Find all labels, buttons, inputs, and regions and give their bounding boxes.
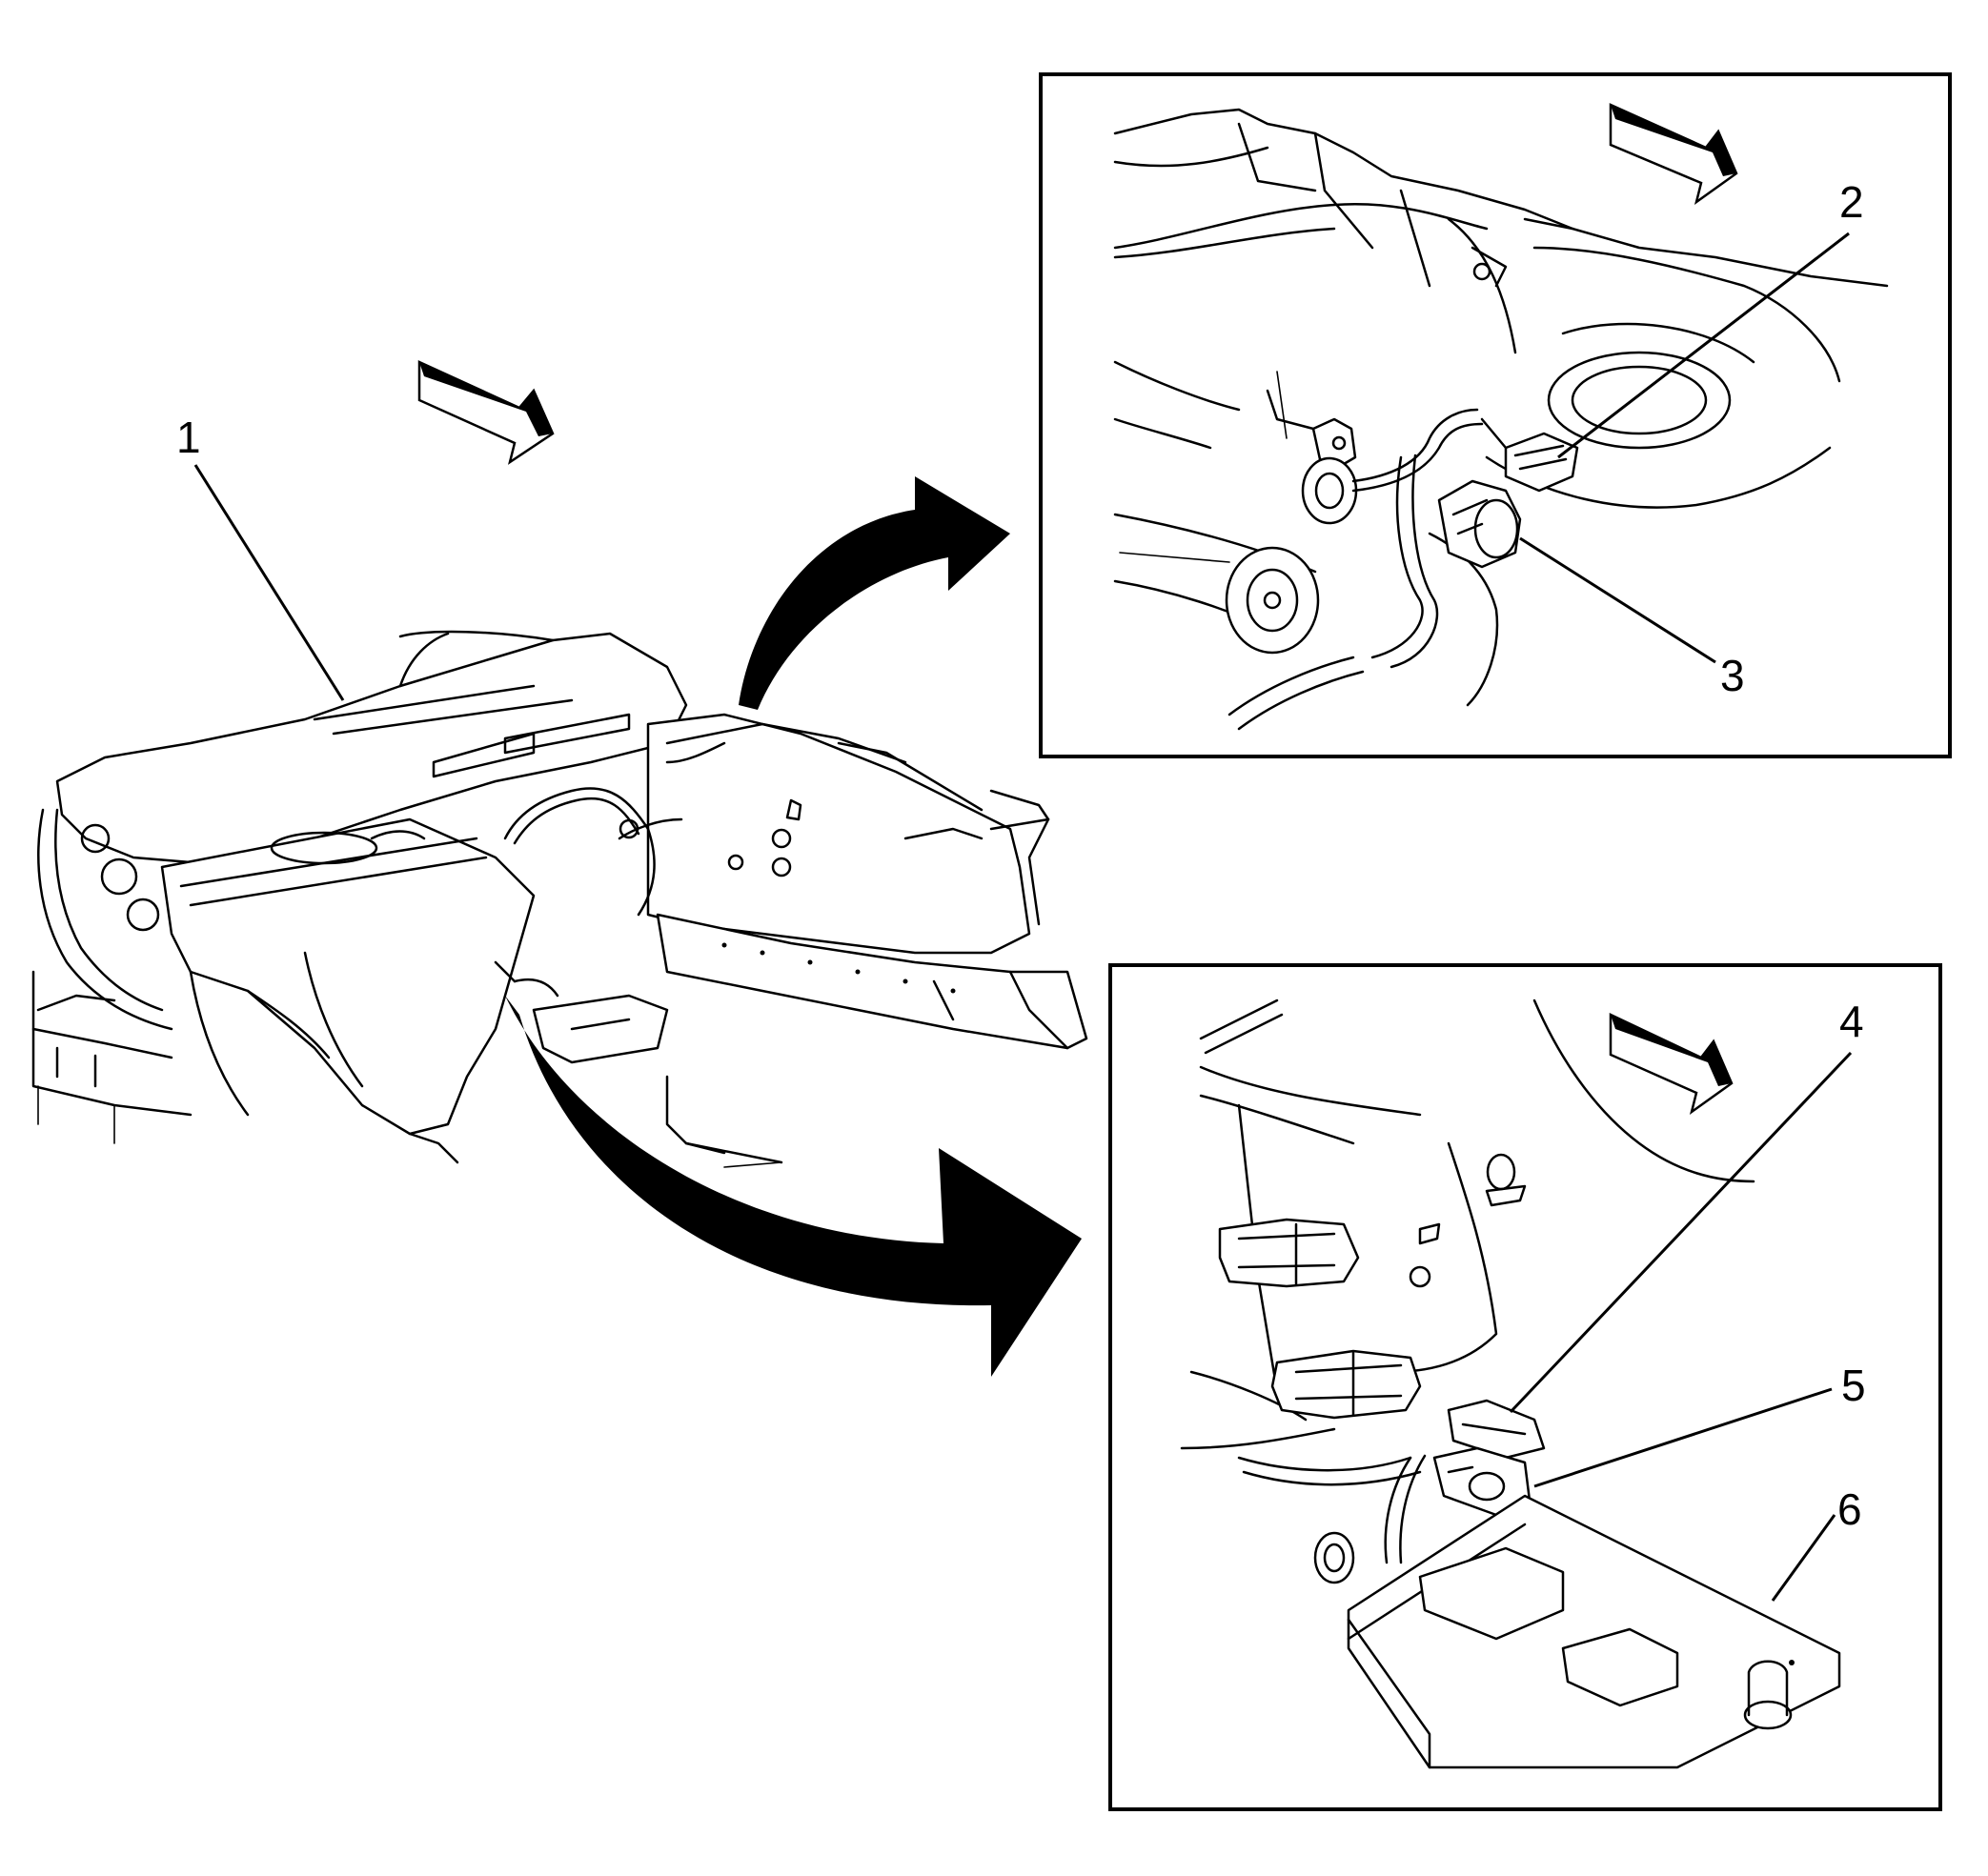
- callout-2-leader: [1557, 232, 1850, 459]
- callout-4-label: 4: [1839, 997, 1864, 1046]
- callout-6-label: 6: [1837, 1484, 1862, 1534]
- connector-2: [1480, 417, 1579, 493]
- callout-5-label: 5: [1841, 1361, 1866, 1410]
- connector-4: [1447, 1399, 1546, 1460]
- vehicle-front-end-overview: [31, 630, 1088, 1168]
- forward-direction-arrow-icon: [417, 360, 555, 465]
- callout-3-label: 3: [1720, 651, 1745, 700]
- upper-detail-inset: 2 3: [1039, 72, 1952, 758]
- callout-2-label: 2: [1839, 177, 1864, 227]
- forward-direction-arrow-icon: [1609, 103, 1738, 205]
- curved-zoom-arrow-icon: [505, 996, 1082, 1377]
- callout-4-leader: [1509, 1051, 1853, 1414]
- callout-3-leader: [1519, 536, 1716, 664]
- callout-6-leader: [1771, 1514, 1836, 1602]
- callout-5-leader: [1533, 1387, 1833, 1488]
- lower-detail-inset: 4 5 6: [1108, 963, 1942, 1811]
- callout-1-group: 1: [176, 413, 345, 701]
- callout-1-leader: [193, 464, 345, 701]
- callout-1-label: 1: [176, 413, 201, 462]
- curved-zoom-arrow-icon: [739, 476, 1010, 710]
- connector-3: [1437, 479, 1522, 569]
- battery-6: [1347, 1494, 1841, 1769]
- forward-direction-arrow-icon: [1609, 1013, 1734, 1115]
